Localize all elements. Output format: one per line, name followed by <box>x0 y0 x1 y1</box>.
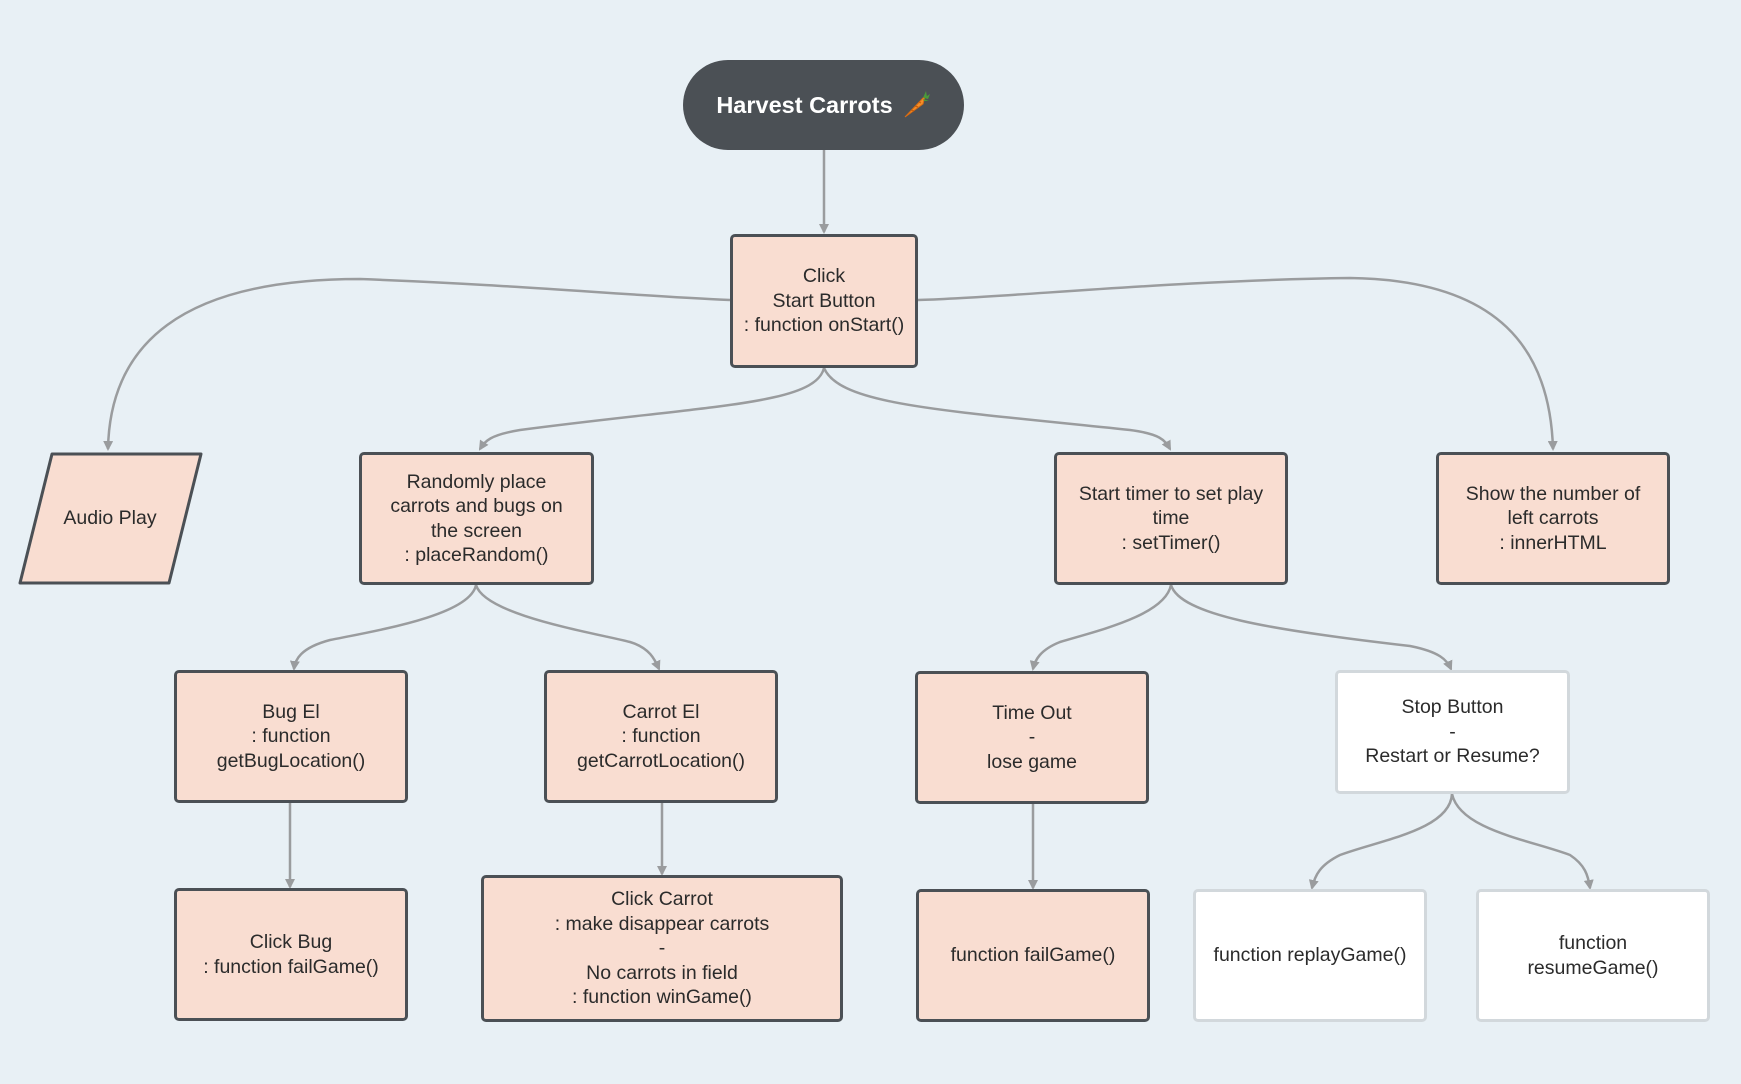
edge-random-to-bug <box>289 584 478 671</box>
title-pill: Harvest Carrots <box>683 60 964 150</box>
edge-start-to-count <box>917 276 1558 451</box>
stop-button-node: Stop Button - Restart or Resume? <box>1335 670 1570 794</box>
edge-start-to-random <box>478 367 826 451</box>
audio-play-parallelogram <box>18 452 203 585</box>
bug-el-node: Bug El : function getBugLocation() <box>174 670 408 803</box>
edge-start-to-timer <box>822 367 1172 451</box>
click-bug-node: Click Bug : function failGame() <box>174 888 408 1021</box>
edge-timer-to-timeout <box>1029 584 1173 671</box>
replay-game-node: function replayGame() <box>1193 889 1427 1022</box>
carrot-el-node: Carrot El : function getCarrotLocation() <box>544 670 778 803</box>
set-timer-node: Start timer to set play time : setTimer(… <box>1054 452 1288 585</box>
edge-stop-to-replay <box>1308 793 1454 890</box>
resume-game-node: function resumeGame() <box>1476 889 1710 1022</box>
carrot-icon <box>904 91 930 118</box>
start-button-node: Click Start Button : function onStart() <box>730 234 918 368</box>
place-random-node: Randomly place carrots and bugs on the s… <box>359 452 594 585</box>
fail-game-node: function failGame() <box>916 889 1150 1022</box>
edge-stop-to-resume <box>1450 793 1594 890</box>
title-label: Harvest Carrots <box>716 91 893 118</box>
time-out-node: Time Out - lose game <box>915 671 1149 804</box>
click-carrot-node: Click Carrot : make disappear carrots - … <box>481 875 843 1022</box>
audio-play-node: Audio Play <box>63 507 157 530</box>
edge-start-to-audio <box>103 277 731 451</box>
edge-timer-to-stop <box>1169 584 1453 671</box>
edge-random-to-carrot <box>474 584 661 671</box>
carrot-count-node: Show the number of left carrots : innerH… <box>1436 452 1670 585</box>
